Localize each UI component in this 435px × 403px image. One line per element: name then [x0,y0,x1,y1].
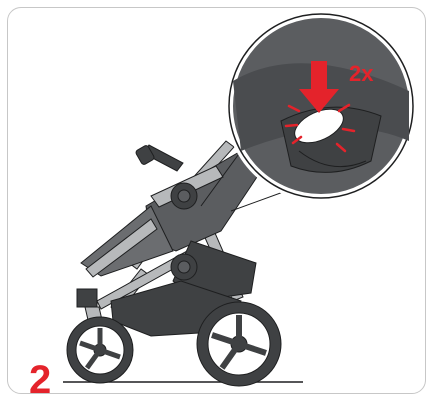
push-bar [135,145,183,171]
step-number: 2 [29,360,51,394]
front-wheel [67,317,133,383]
press-count-label: 2x [349,61,374,86]
illustration-panel: 2x 2 [7,7,426,394]
rear-wheel [197,302,281,386]
seat-unit [81,151,261,301]
stroller-illustration: 2x [8,8,426,394]
